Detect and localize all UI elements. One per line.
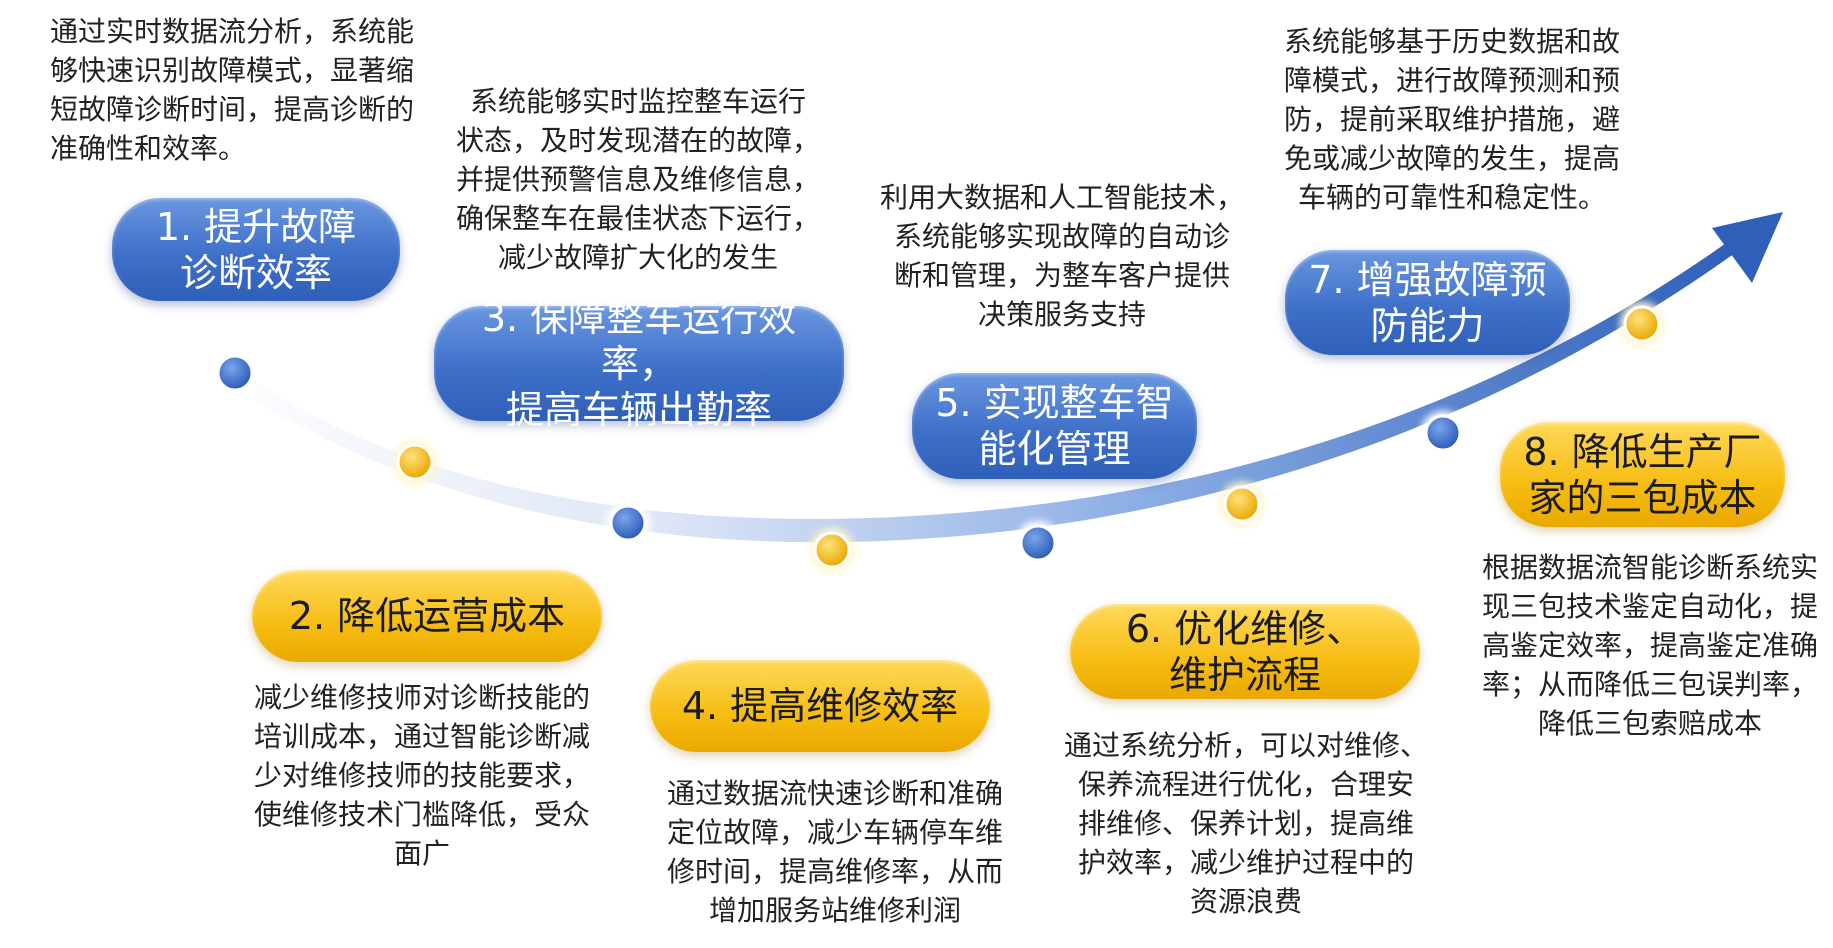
step-7-title-pill: 7. 增强故障预 防能力 bbox=[1285, 250, 1570, 355]
step-7-description: 系统能够基于历史数据和故 障模式，进行故障预测和预 防，提前采取维护措施，避 免… bbox=[1283, 25, 1620, 214]
arrow-right-up-icon bbox=[1712, 212, 1783, 283]
step-2-title-pill: 2. 降低运营成本 bbox=[252, 570, 602, 662]
step-5-description: 利用大数据和人工智能技术， 系统能够实现故障的自动诊 断和管理，为整车客户提供 … bbox=[879, 181, 1244, 331]
step-5-dot bbox=[1019, 524, 1057, 562]
step-3-description: 系统能够实时监控整车运行 状态，及时发现潜在的故障， 并提供预警信息及维修信息，… bbox=[455, 85, 820, 274]
step-5-title-pill: 5. 实现整车智 能化管理 bbox=[912, 373, 1197, 479]
step-1-dot bbox=[216, 354, 254, 392]
step-8-description: 根据数据流智能诊断系统实 现三包技术鉴定自动化，提 高鉴定效率，提高鉴定准确 率… bbox=[1481, 551, 1818, 740]
step-2-dot bbox=[396, 443, 434, 481]
step-4-dot bbox=[813, 531, 851, 569]
step-8-dot bbox=[1623, 305, 1661, 343]
step-6-title-pill: 6. 优化维修、 维护流程 bbox=[1070, 604, 1420, 699]
step-2-description: 减少维修技师对诊断技能的 培训成本，通过智能诊断减 少对维修技师的技能要求， 使… bbox=[253, 681, 590, 870]
step-1-description: 通过实时数据流分析，系统能 够快速识别故障模式，显著缩 短故障诊断时间，提高诊断… bbox=[50, 15, 415, 165]
step-4-title-pill: 4. 提高维修效率 bbox=[650, 660, 990, 752]
step-6-dot bbox=[1223, 485, 1261, 523]
step-1-title-pill: 1. 提升故障 诊断效率 bbox=[112, 198, 400, 301]
step-3-dot bbox=[609, 504, 647, 542]
step-6-description: 通过系统分析，可以对维修、 保养流程进行优化，合理安 排维修、保养计划，提高维 … bbox=[1063, 729, 1428, 918]
step-8-title-pill: 8. 降低生产厂 家的三包成本 bbox=[1500, 422, 1785, 527]
step-7-dot bbox=[1424, 414, 1462, 452]
step-3-title-pill: 3. 保障整车运行效率， 提高车辆出勤率 bbox=[434, 296, 844, 432]
step-4-description: 通过数据流快速诊断和准确 定位故障，减少车辆停车维 修时间，提高维修率，从而 增… bbox=[666, 777, 1003, 927]
